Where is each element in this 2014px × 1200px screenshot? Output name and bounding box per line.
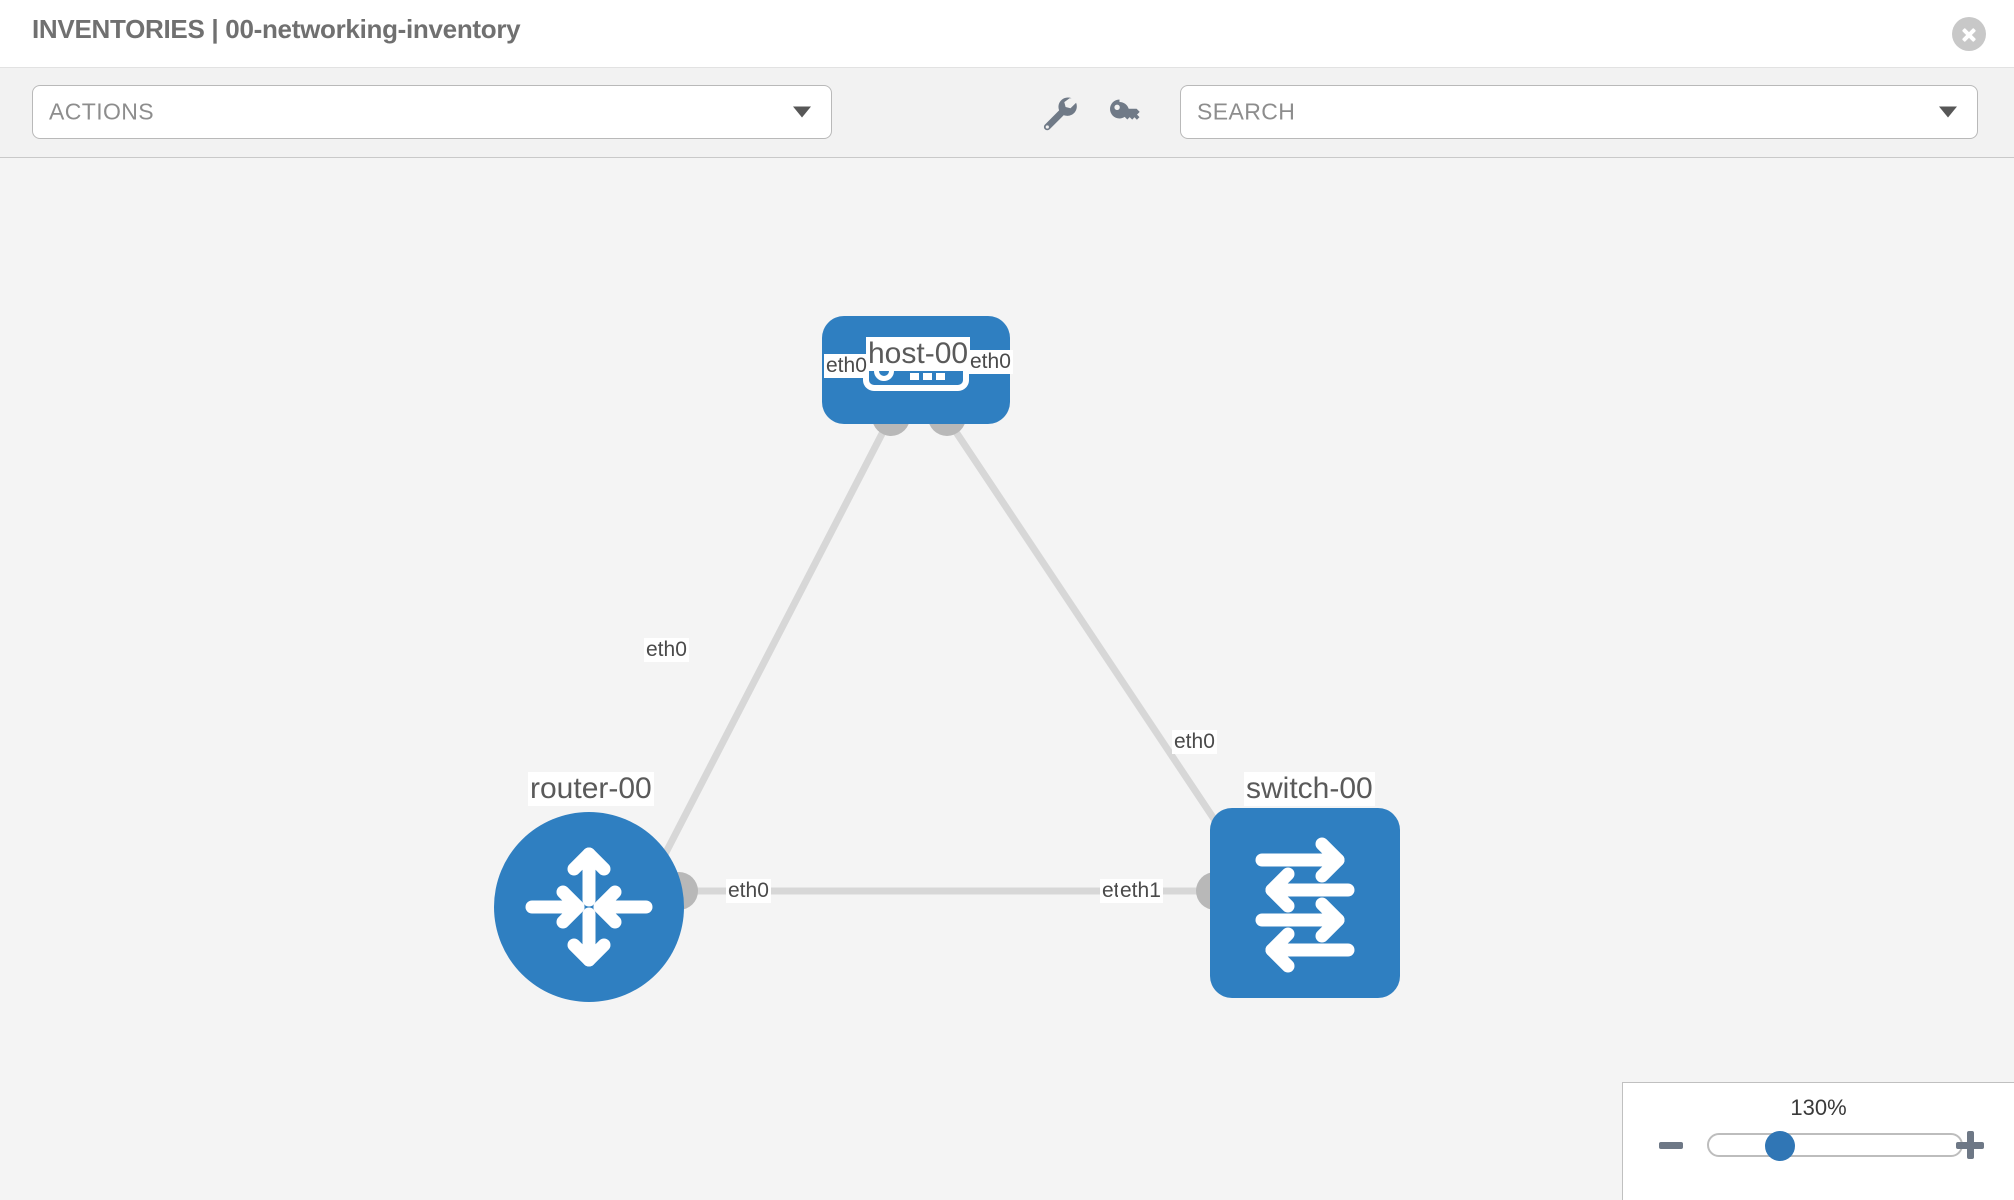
page-title: INVENTORIES | 00-networking-inventory <box>32 14 521 44</box>
actions-dropdown[interactable]: ACTIONS <box>32 85 832 139</box>
switch-icon <box>1255 837 1355 973</box>
interface-label-router-right: eth0 <box>726 879 771 903</box>
zoom-control-panel: 130% <box>1622 1082 2014 1200</box>
interface-label-switch-up: eth0 <box>1172 730 1217 754</box>
zoom-slider-thumb[interactable] <box>1765 1131 1795 1161</box>
edge-host-switch <box>949 424 1243 860</box>
node-label-host: host-00 <box>866 337 971 371</box>
zoom-out-button[interactable] <box>1659 1142 1683 1149</box>
actions-dropdown-label: ACTIONS <box>49 98 155 125</box>
wrench-icon[interactable] <box>1038 94 1082 134</box>
interface-label-router-up: eth0 <box>644 638 689 662</box>
zoom-slider[interactable] <box>1707 1133 1963 1157</box>
close-icon[interactable] <box>1952 17 1986 51</box>
toolbar: ACTIONS SEARCH <box>0 68 2014 158</box>
interface-label-host-right: eth0 <box>968 350 1013 374</box>
topology-canvas[interactable]: host-00 router-00 switch-00 eth0 eth0 et… <box>0 158 2014 1200</box>
page-header: INVENTORIES | 00-networking-inventory <box>0 0 2014 68</box>
node-switch-00[interactable] <box>1210 808 1400 998</box>
search-input[interactable]: SEARCH <box>1180 85 1978 139</box>
node-label-switch: switch-00 <box>1244 772 1375 806</box>
interface-label-switch-left-b: eth1 <box>1118 879 1163 903</box>
router-icon <box>525 847 653 967</box>
chevron-down-icon <box>1939 106 1957 118</box>
interface-label-host-left: eth0 <box>824 354 869 378</box>
zoom-in-button[interactable] <box>1956 1131 1984 1159</box>
edge-host-router <box>656 424 890 866</box>
node-router-00[interactable] <box>494 812 684 1002</box>
key-icon[interactable] <box>1104 94 1148 134</box>
search-placeholder: SEARCH <box>1197 98 1296 125</box>
zoom-level-value: 130% <box>1790 1095 1847 1120</box>
node-label-router: router-00 <box>528 772 654 806</box>
topology-edges <box>656 424 1243 895</box>
chevron-down-icon <box>793 106 811 118</box>
